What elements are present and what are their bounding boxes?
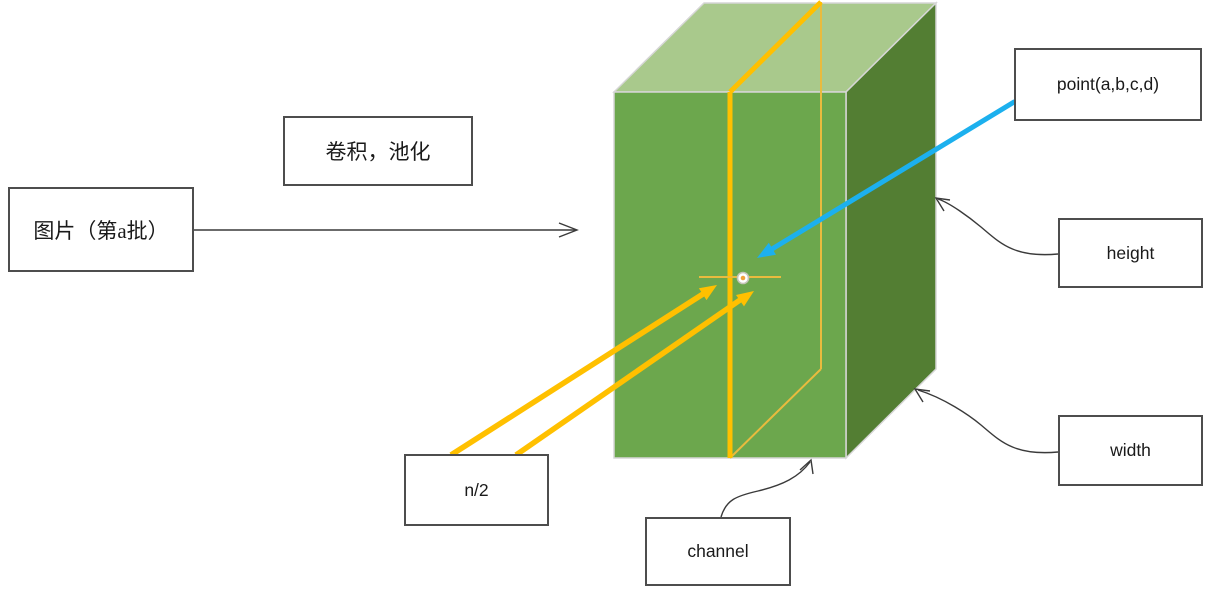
width-label: width bbox=[1110, 440, 1151, 460]
width-arrow bbox=[913, 388, 1059, 454]
n-half-box: n/2 bbox=[404, 454, 549, 526]
point-marker bbox=[736, 271, 750, 285]
image-batch-box: 图片（第a批） bbox=[8, 187, 194, 272]
conv-pool-box: 卷积，池化 bbox=[283, 116, 473, 186]
point-box: point(a,b,c,d) bbox=[1014, 48, 1202, 121]
slice-bottom-edge bbox=[729, 368, 822, 459]
channel-box: channel bbox=[645, 517, 791, 586]
point-arrow bbox=[757, 99, 1017, 258]
point-label: point(a,b,c,d) bbox=[1056, 74, 1160, 94]
n-half-label: n/2 bbox=[464, 479, 489, 500]
n-half-arrow-right bbox=[514, 291, 754, 458]
input-arrow bbox=[194, 222, 579, 238]
conv-pool-label: 卷积，池化 bbox=[325, 140, 431, 164]
height-box: height bbox=[1058, 218, 1203, 288]
channel-label: channel bbox=[687, 541, 749, 561]
height-arrow bbox=[934, 197, 1059, 256]
width-box: width bbox=[1058, 415, 1203, 486]
slice-top-edge bbox=[728, 0, 823, 94]
image-batch-label: 图片（第a批） bbox=[33, 218, 169, 243]
n-half-arrow-left bbox=[449, 285, 717, 458]
channel-arrow bbox=[720, 458, 814, 518]
height-label: height bbox=[1106, 242, 1155, 263]
